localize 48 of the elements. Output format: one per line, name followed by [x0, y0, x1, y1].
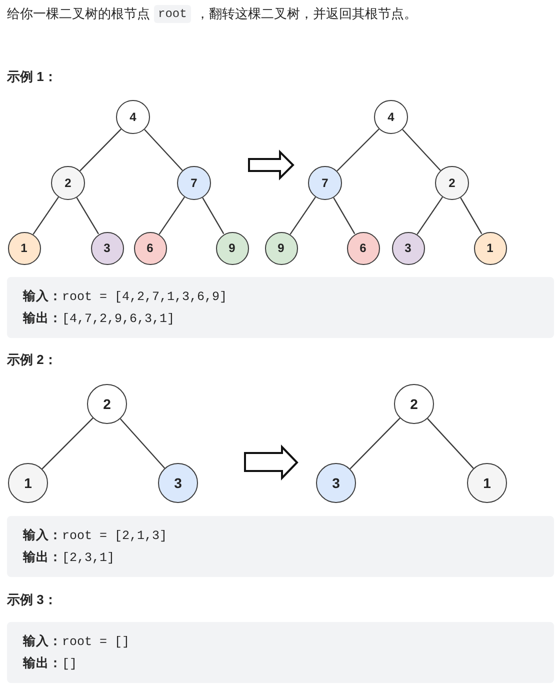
tree-node: 3 [316, 463, 356, 503]
tree-edge [333, 197, 356, 234]
tree-edge [416, 196, 443, 235]
tree-node: 2 [51, 166, 85, 200]
example-heading: 示例 3： [7, 591, 57, 609]
tree-node: 1 [467, 463, 507, 503]
tree-edge [402, 129, 441, 171]
tree-edge [350, 418, 400, 470]
tree-edge [120, 418, 166, 468]
tree-node: 2 [87, 384, 127, 424]
code-line: 输入：root = [] [23, 633, 130, 651]
tree-node: 3 [158, 463, 198, 503]
code-line: 输出：[2,3,1] [23, 549, 115, 567]
tree-node: 3 [90, 232, 124, 264]
tree-edge [76, 197, 100, 234]
inline-code: root [154, 5, 191, 23]
example-heading: 示例 2： [7, 351, 57, 369]
tree-edge [460, 197, 482, 234]
tree-node: 7 [308, 166, 342, 200]
tree-node: 9 [264, 232, 298, 264]
tree-node: 4 [116, 100, 150, 134]
tree-node: 1 [8, 232, 40, 264]
tree-node: 2 [435, 166, 469, 200]
code-line: 输入：root = [2,1,3] [23, 527, 168, 545]
code-line: 输出：[4,7,2,9,6,3,1] [23, 310, 175, 328]
tree-node: 7 [177, 166, 211, 200]
tree-edge [290, 196, 316, 235]
example-heading: 示例 1： [7, 68, 57, 86]
tree-edge [158, 196, 185, 235]
tree-node: 1 [474, 232, 506, 264]
tree-edge [79, 128, 122, 172]
tree-edge [336, 128, 380, 172]
code-line: 输出：[] [23, 655, 78, 673]
tree-node: 9 [216, 232, 248, 264]
tree-node: 1 [8, 463, 48, 503]
code-line: 输入：root = [4,2,7,1,3,6,9] [23, 288, 228, 306]
tree-node: 3 [392, 232, 424, 264]
tree-edge [202, 197, 224, 234]
tree-edge [42, 418, 94, 470]
tree-node: 6 [134, 232, 166, 264]
tree-edge [144, 129, 183, 171]
problem-text: ，翻转这棵二叉树，并返回其根节点。 [196, 5, 417, 23]
tree-edge [427, 418, 474, 469]
problem-text: 给你一棵二叉树的根节点 [7, 5, 150, 23]
tree-node: 4 [374, 100, 408, 134]
tree-node: 2 [394, 384, 434, 424]
tree-edge [32, 196, 59, 235]
tree-node: 6 [346, 232, 380, 264]
